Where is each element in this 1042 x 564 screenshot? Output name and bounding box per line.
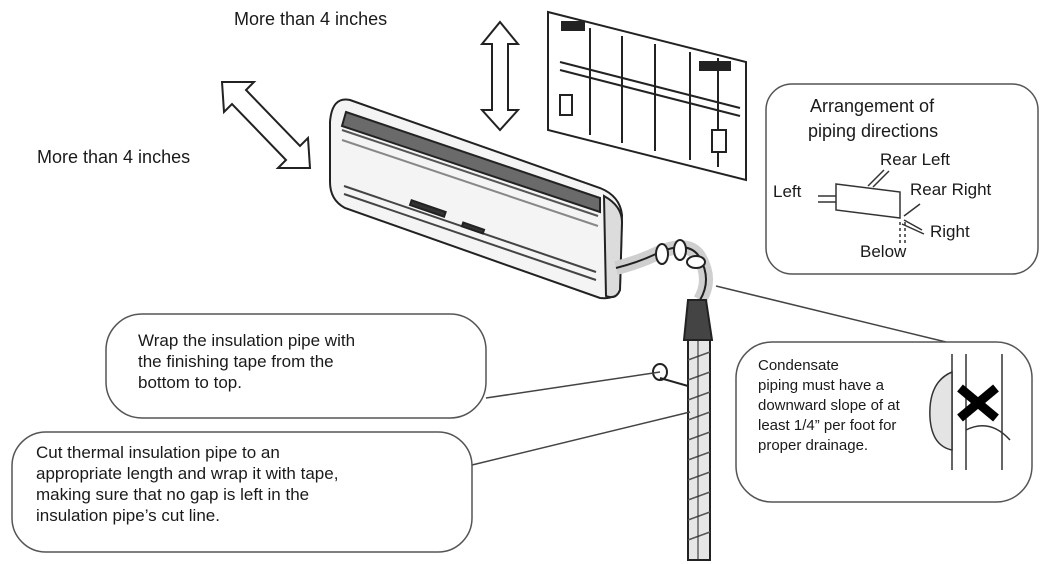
wrap-note-line: the finishing tape from the	[138, 352, 334, 371]
condensate-note-line: downward slope of at	[758, 397, 900, 414]
condensate-note-text: Condensate piping must have a downward s…	[758, 356, 900, 456]
cut-note-box	[11, 431, 473, 553]
arrangement-title-line1: Arrangement of	[810, 96, 935, 116]
piping-hose	[614, 239, 714, 561]
condensate-note-line: piping must have a	[758, 377, 884, 394]
arrangement-title-line2: piping directions	[808, 121, 939, 141]
cut-note-line: Cut thermal insulation pipe to an	[36, 443, 280, 462]
prohibited-x-icon	[957, 384, 999, 422]
indoor-unit	[329, 98, 624, 300]
direction-below: Below	[860, 242, 907, 261]
leader-lines	[471, 285, 947, 466]
arrangement-box	[765, 83, 1039, 275]
mounting-plate	[547, 10, 747, 182]
condensate-note-box	[735, 341, 1033, 503]
cut-note-line: insulation pipe’s cut line.	[36, 506, 220, 525]
direction-right: Right	[930, 222, 970, 241]
side-clearance-label: More than 4 inches	[37, 147, 191, 167]
cut-note-text: Cut thermal insulation pipe to an approp…	[36, 442, 338, 526]
condensate-note-line: proper drainage.	[758, 437, 869, 454]
condensate-note-line: least 1/4” per foot for	[758, 417, 897, 434]
condensate-note-line: Condensate	[758, 357, 839, 374]
direction-left: Left	[773, 182, 802, 201]
side-clearance-arrow	[220, 81, 312, 169]
wrap-note-text: Wrap the insulation pipe with the finish…	[138, 330, 355, 393]
top-clearance-label: More than 4 inches	[234, 9, 388, 29]
vertical-clearance-arrow	[479, 20, 521, 132]
arrangement-unit-sketch	[818, 169, 925, 244]
wrap-note-box	[105, 313, 487, 419]
direction-rear-right: Rear Right	[910, 180, 992, 199]
cut-note-line: appropriate length and wrap it with tape…	[36, 464, 339, 483]
wrap-note-line: bottom to top.	[138, 373, 242, 392]
cut-note-line: making sure that no gap is left in the	[36, 485, 310, 504]
wrap-note-line: Wrap the insulation pipe with	[138, 331, 356, 350]
direction-rear-left: Rear Left	[880, 150, 950, 169]
